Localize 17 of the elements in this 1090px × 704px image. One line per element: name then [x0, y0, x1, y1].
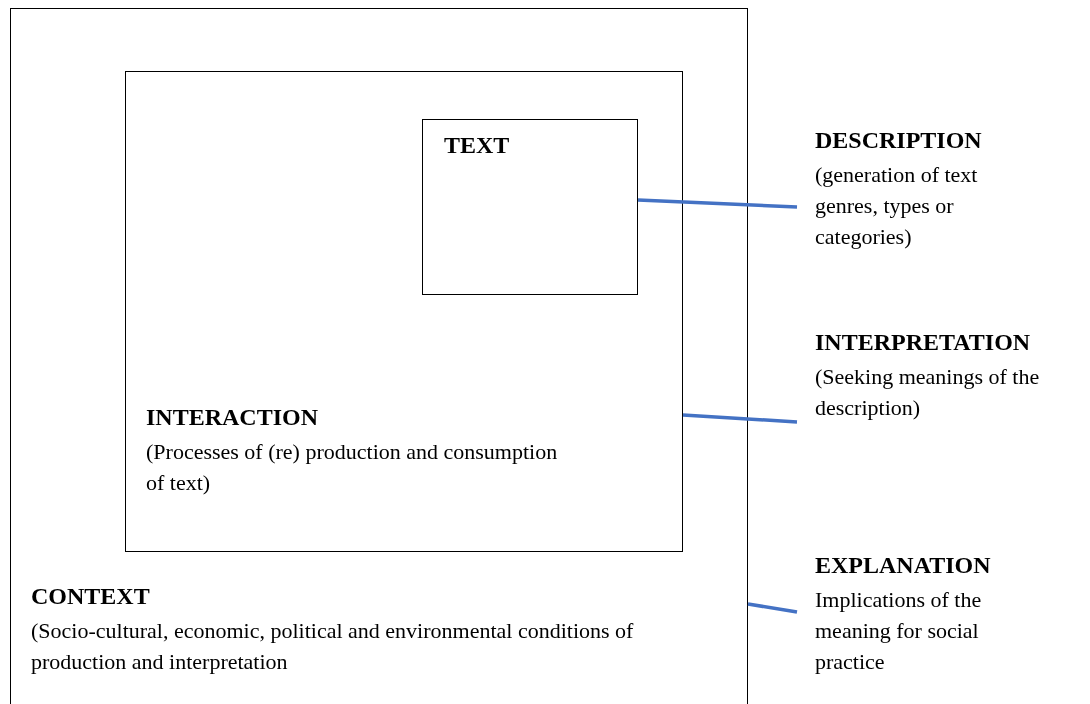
outer-frame — [10, 8, 748, 704]
heading: INTERPRETATION — [815, 328, 1032, 357]
description-text: (Socio-cultural, economic, political and environmental conditions of production and interpretation — [31, 617, 635, 676]
heading: EXPLANATION — [815, 551, 992, 580]
leader-line — [682, 413, 798, 424]
heading: INTERACTION — [146, 403, 320, 432]
description-text: Implications of the meaning for social practice — [815, 586, 983, 676]
inner-frame — [422, 119, 638, 295]
heading: DESCRIPTION — [815, 126, 983, 155]
leader-line — [747, 602, 798, 614]
heading: CONTEXT — [31, 582, 151, 611]
description-text: (generation of text genres, types or categories) — [815, 161, 979, 251]
description-text: (Seeking meanings of the description) — [815, 363, 1041, 422]
description-text: (Processes of (re) production and consumption of text) — [146, 438, 559, 497]
heading: TEXT — [444, 131, 511, 160]
middle-frame — [125, 71, 683, 552]
leader-line — [637, 198, 798, 209]
